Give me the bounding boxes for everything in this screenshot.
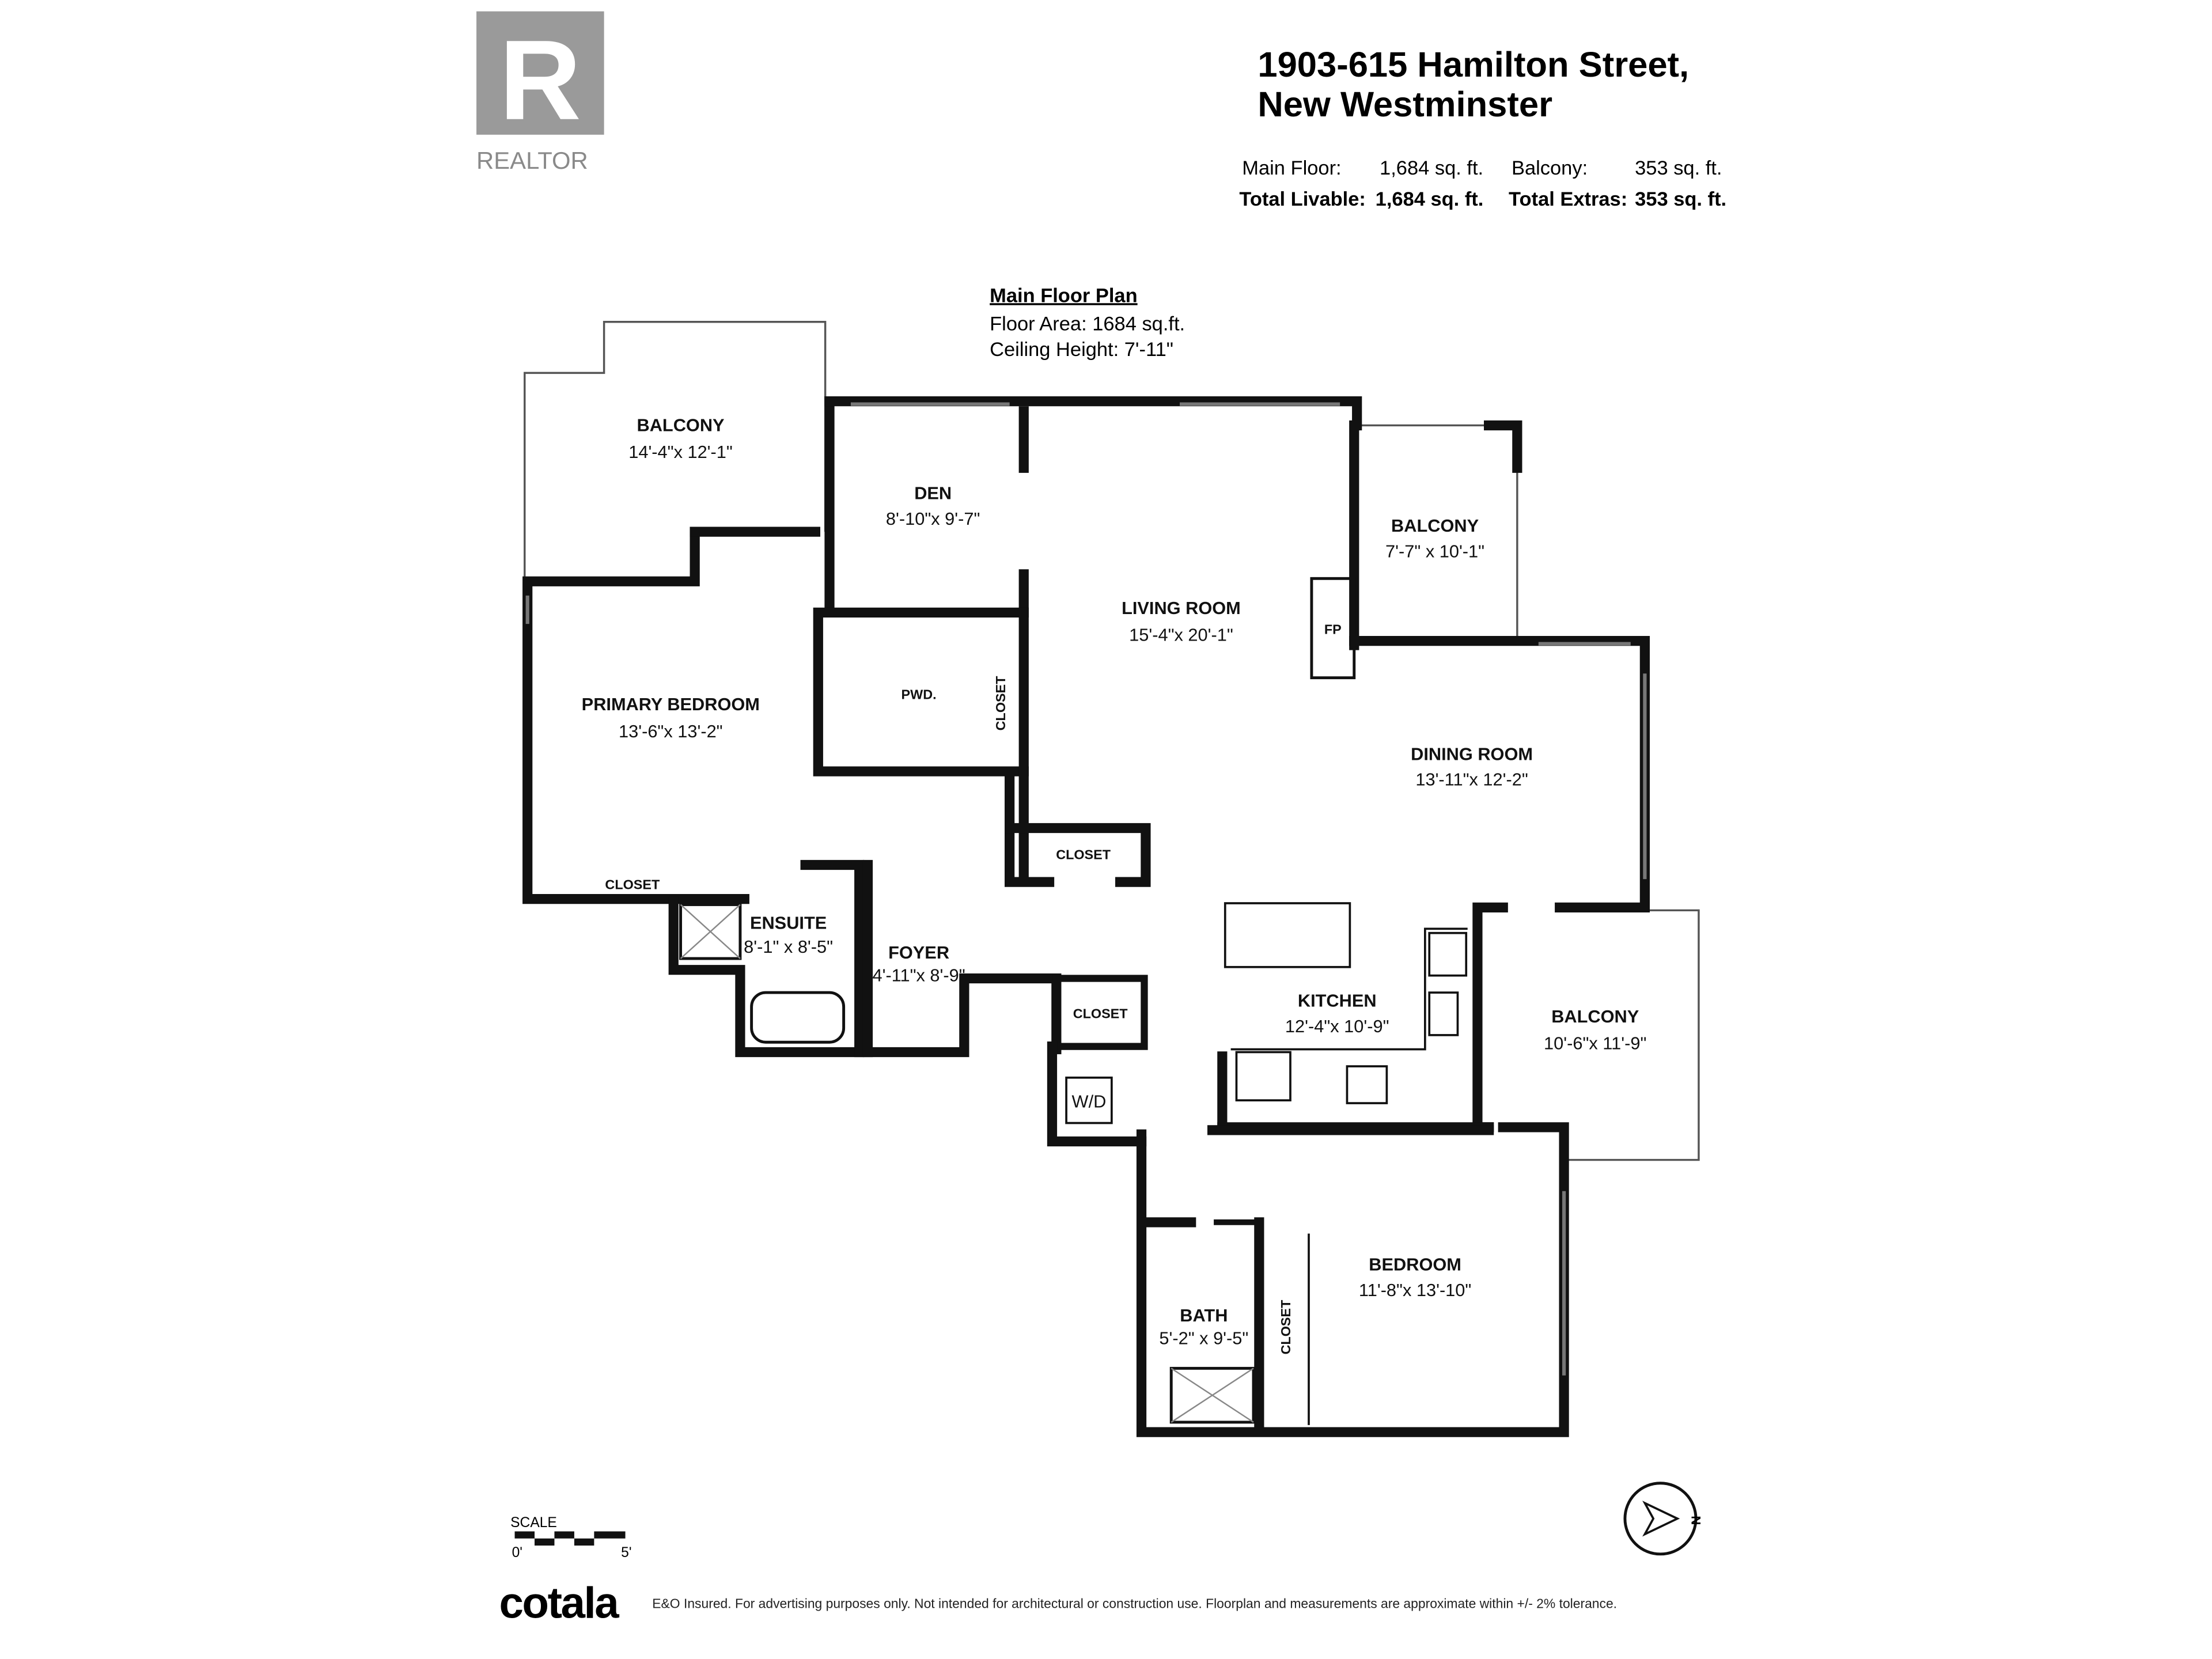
plan-ceiling-height: Ceiling Height: 7'-11" xyxy=(990,339,1173,361)
closet-label: CLOSET xyxy=(993,676,1008,731)
room-name: BALCONY xyxy=(1391,516,1479,536)
room-name: KITCHEN xyxy=(1298,991,1377,1011)
washer-dryer-label: W/D xyxy=(1072,1091,1107,1111)
room-dim: 14'-4"x 12'-1" xyxy=(628,442,733,462)
main-floor-label: Main Floor: xyxy=(1242,157,1341,179)
address-line2: New Westminster xyxy=(1257,85,1552,124)
closet-label: CLOSET xyxy=(1278,1300,1293,1355)
balcony-label: Balcony: xyxy=(1512,157,1588,179)
total-extras-label: Total Extras: xyxy=(1509,188,1627,210)
scale-bar: SCALE 0' 5' xyxy=(510,1515,631,1560)
room-labels: BALCONY 14'-4"x 12'-1" DEN 8'-10"x 9'-7"… xyxy=(582,415,1647,1354)
total-extras-value: 353 sq. ft. xyxy=(1635,188,1726,210)
windows xyxy=(525,402,1647,1376)
svg-text:REALTOR: REALTOR xyxy=(476,147,588,174)
svg-text:5': 5' xyxy=(621,1545,631,1560)
address-line1: 1903-615 Hamilton Street, xyxy=(1257,45,1689,85)
total-livable-value: 1,684 sq. ft. xyxy=(1376,188,1484,210)
room-name: PRIMARY BEDROOM xyxy=(582,694,760,714)
cotala-logo: cotala xyxy=(499,1579,619,1628)
room-name: DINING ROOM xyxy=(1411,744,1533,764)
disclaimer: E&O Insured. For advertising purposes on… xyxy=(652,1596,1617,1611)
walls xyxy=(522,396,1650,1437)
room-name: BALCONY xyxy=(637,415,725,435)
room-dim: 8'-10"x 9'-7" xyxy=(886,509,980,529)
room-dim: 8'-1" x 8'-5" xyxy=(744,937,833,957)
room-name: LIVING ROOM xyxy=(1122,598,1241,618)
svg-text:R: R xyxy=(499,17,581,143)
room-name: DEN xyxy=(914,483,952,503)
room-dim: 10'-6"x 11'-9" xyxy=(1544,1033,1646,1054)
balcony-value: 353 sq. ft. xyxy=(1635,157,1722,179)
closet-label: CLOSET xyxy=(1073,1006,1128,1021)
room-name: FOYER xyxy=(888,942,949,963)
room-name: BATH xyxy=(1180,1305,1228,1325)
svg-text:N: N xyxy=(1689,1516,1703,1525)
pwd-label: PWD. xyxy=(902,687,937,702)
realtor-logo: R REALTOR xyxy=(476,11,604,174)
room-dim: 11'-8"x 13'-10" xyxy=(1359,1280,1471,1300)
north-arrow-icon: N xyxy=(1623,1482,1703,1556)
closet-label: CLOSET xyxy=(1056,847,1111,862)
room-name: BEDROOM xyxy=(1369,1255,1461,1275)
room-dim: 15'-4"x 20'-1" xyxy=(1129,625,1233,645)
room-dim: 13'-6"x 13'-2" xyxy=(619,721,723,741)
fireplace-label: FP xyxy=(1324,622,1342,637)
svg-text:SCALE: SCALE xyxy=(510,1515,557,1531)
room-dim: 7'-7" x 10'-1" xyxy=(1385,541,1484,561)
room-dim: 13'-11"x 12'-2" xyxy=(1415,770,1528,790)
room-name: BALCONY xyxy=(1551,1006,1639,1027)
plan-floor-area: Floor Area: 1684 sq.ft. xyxy=(990,313,1185,335)
main-floor-value: 1,684 sq. ft. xyxy=(1380,157,1483,179)
room-dim: 5'-2" x 9'-5" xyxy=(1159,1328,1248,1349)
room-name: ENSUITE xyxy=(750,912,827,933)
room-dim: 12'-4"x 10'-9" xyxy=(1285,1016,1389,1036)
plan-title: Main Floor Plan xyxy=(990,285,1138,306)
room-dim: 4'-11"x 8'-9" xyxy=(872,965,965,985)
svg-text:0': 0' xyxy=(512,1545,522,1560)
closet-label: CLOSET xyxy=(605,877,660,892)
total-livable-label: Total Livable: xyxy=(1239,188,1366,210)
